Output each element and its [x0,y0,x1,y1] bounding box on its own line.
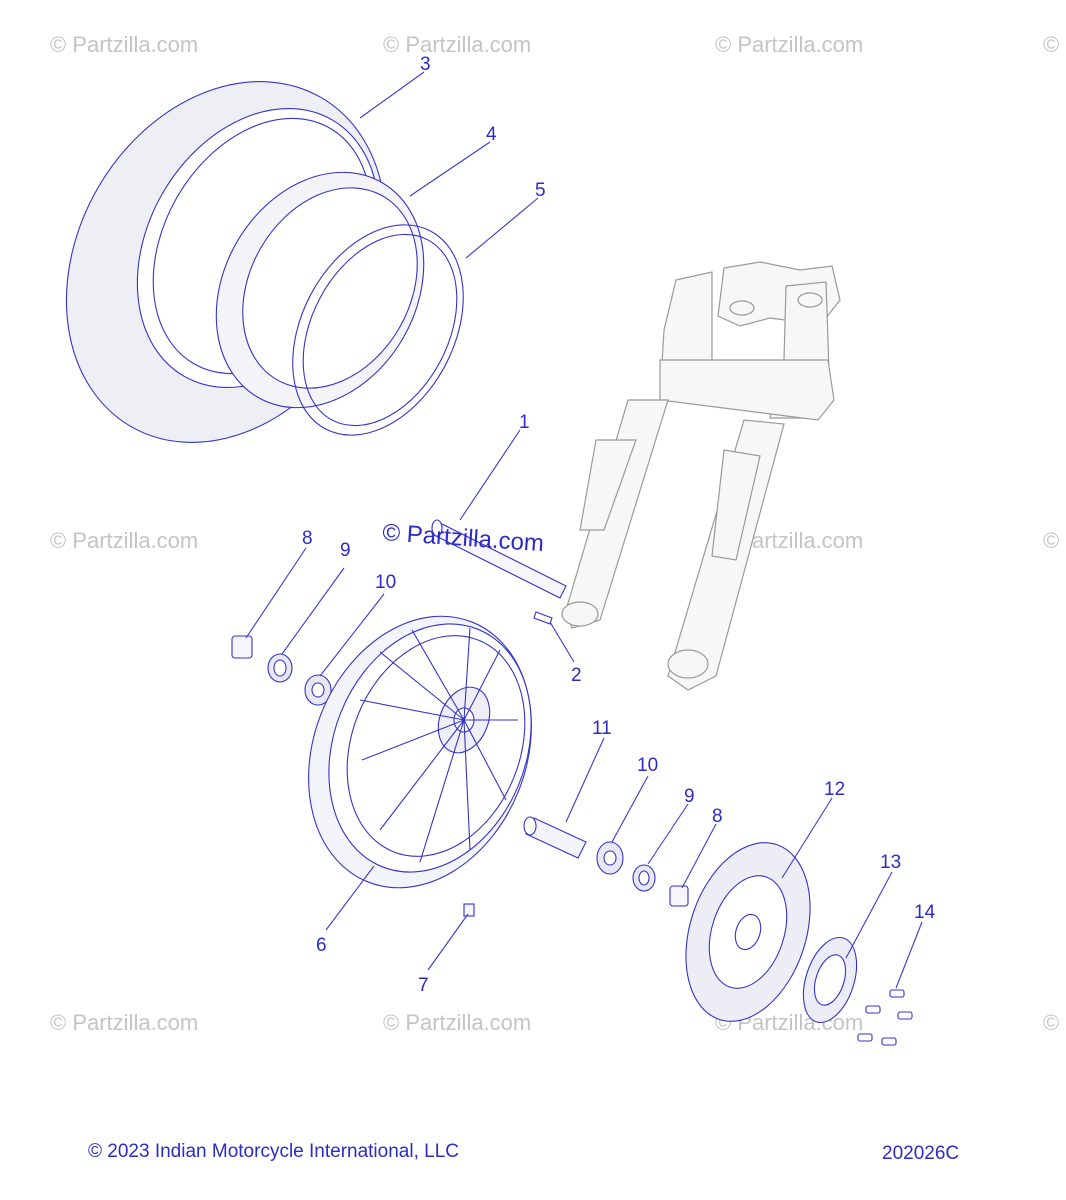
callout-2: 2 [571,665,582,686]
leader-lines [245,71,923,989]
left-seal [267,653,293,683]
front-fork [561,261,841,691]
callout-8-right: 8 [712,806,723,827]
callout-10-right: 10 [637,755,658,776]
watermark: © Partzilla.com [383,32,531,57]
front-axle [431,519,567,599]
right-spacer [669,885,689,907]
callout-11: 11 [592,718,612,739]
tone-ring [802,936,858,1024]
right-bearing [596,841,624,875]
watermark: © Partzilla.com [383,1010,531,1035]
valve-stem [463,903,475,917]
rim-band [292,224,464,436]
callout-9-right: 9 [684,786,695,807]
callout-9-left: 9 [340,540,351,561]
rim-strip [215,171,425,409]
brake-rotor [685,842,811,1022]
watermark: © Partzilla.com [50,32,198,57]
callouts: 1 2 3 4 5 6 7 8 9 10 11 10 9 8 12 13 14 [302,54,936,996]
watermark: © Partzilla.com [50,1010,198,1035]
watermark: © Partzilla.com [1043,528,1066,553]
callout-12: 12 [824,779,845,800]
watermark: © Partzilla.com [1043,1010,1066,1035]
watermark: © Partzilla.com [1043,32,1066,57]
callout-13: 13 [880,852,901,873]
hub-spacer [523,816,587,859]
axle-pinch-bolt [533,611,553,625]
callout-3: 3 [420,54,431,75]
callout-10-left: 10 [375,572,396,593]
callout-14: 14 [914,902,936,923]
callout-8-left: 8 [302,528,313,549]
callout-4: 4 [486,124,497,145]
callout-1: 1 [519,412,530,433]
rotor-bolts [857,989,913,1046]
watermark-center: © Partzilla.com [382,519,545,557]
callout-5: 5 [535,180,546,201]
spoke-wheel [308,615,532,889]
callout-7: 7 [418,975,429,996]
watermark: © Partzilla.com [50,528,198,553]
right-seal [632,864,656,892]
left-bearing [304,674,332,706]
diagram-code: 202026C [882,1143,960,1164]
copyright-notice: © 2023 Indian Motorcycle International, … [88,1141,459,1162]
callout-6: 6 [316,935,327,956]
watermark: © Partzilla.com [715,32,863,57]
left-spacer [231,635,253,659]
